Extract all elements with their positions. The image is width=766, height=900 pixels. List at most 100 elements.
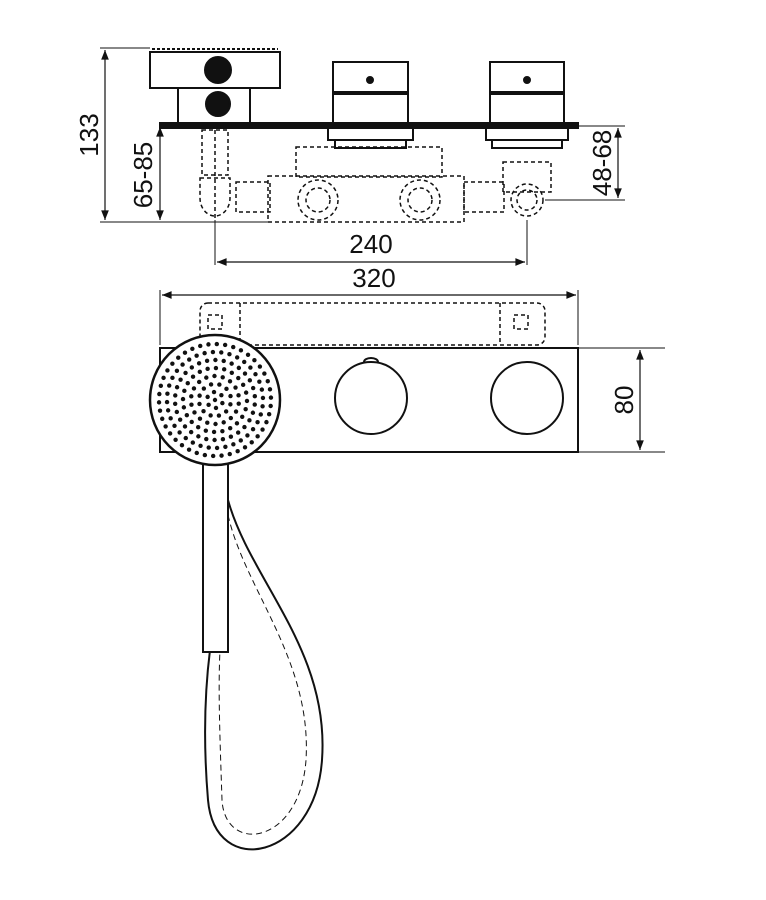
volume-handle-side: [485, 61, 569, 149]
nozzle-dot: [265, 379, 270, 384]
nozzle-dot: [247, 418, 252, 423]
nozzle-dot: [255, 419, 260, 425]
nozzle-dot: [188, 429, 194, 435]
nozzle-dot: [206, 342, 211, 347]
nozzle-dot: [190, 440, 196, 445]
nozzle-dot: [170, 361, 175, 366]
nozzle-dot: [228, 434, 234, 439]
nozzle-dot: [213, 365, 219, 371]
concealed-body-front: [199, 302, 546, 346]
nozzle-dot: [211, 389, 217, 395]
nozzle-dot: [236, 365, 242, 371]
nozzle-dot: [227, 379, 233, 384]
nozzle-dot: [189, 365, 195, 370]
nozzle-dot: [182, 388, 187, 394]
nozzle-dot: [174, 368, 180, 373]
nozzle-dot: [260, 404, 265, 409]
nozzle-dot: [197, 393, 202, 398]
nozzle-dot: [180, 362, 185, 367]
nozzle-dot: [250, 385, 256, 391]
nozzle-dot: [160, 416, 165, 421]
nozzle-dot: [177, 417, 183, 422]
nozzle-dot: [164, 399, 170, 405]
nozzle-dot: [221, 420, 226, 425]
nozzle-dot: [187, 357, 192, 362]
nozzle-dot: [189, 402, 194, 407]
nozzle-dot: [214, 445, 220, 451]
nozzle-dot: [212, 373, 217, 379]
thermostat-handle-side: [327, 61, 414, 149]
nozzle-dot: [236, 401, 241, 406]
nozzle-dot: [179, 443, 185, 448]
nozzle-dot: [220, 437, 226, 442]
nozzle-dot: [165, 368, 170, 373]
nozzle-dot: [252, 358, 257, 363]
nozzle-dot: [245, 352, 251, 357]
nozzle-dot: [234, 355, 240, 360]
nozzle-dot: [204, 375, 209, 380]
shower-nozzles: [156, 341, 274, 459]
nozzle-dot: [201, 408, 206, 414]
nozzle-dot: [212, 437, 217, 443]
nozzle-dot: [249, 440, 254, 445]
nozzle-dot: [165, 391, 170, 396]
nozzle-dot: [211, 429, 217, 435]
nozzle-dot: [205, 366, 210, 372]
nozzle-dot: [170, 375, 175, 381]
front-view: [148, 290, 665, 851]
nozzle-dot: [208, 413, 213, 418]
dim-133: 133: [74, 113, 104, 156]
nozzle-dot: [264, 419, 269, 425]
nozzle-dot: [236, 393, 241, 398]
nozzle-dot: [189, 394, 194, 399]
dim-320: 320: [352, 263, 395, 293]
nozzle-dot: [259, 387, 265, 392]
nozzle-dot: [191, 386, 197, 391]
side-view: [100, 47, 625, 266]
nozzle-dot: [202, 452, 208, 458]
nozzle-dot: [165, 408, 171, 413]
nozzle-dot: [219, 392, 224, 398]
nozzle-dot: [168, 416, 173, 421]
nozzle-dot: [213, 421, 218, 427]
nozzle-dot: [196, 361, 202, 366]
nozzle-dot: [181, 405, 187, 410]
nozzle-dot: [161, 375, 166, 381]
nozzle-dot: [173, 437, 178, 442]
nozzle-dot: [242, 359, 247, 365]
nozzle-dot: [190, 346, 195, 351]
nozzle-dot: [212, 397, 218, 403]
nozzle-dot: [234, 421, 240, 426]
thermostat-knob: [334, 361, 408, 435]
nozzle-dot: [228, 393, 233, 399]
nozzle-dot: [185, 380, 190, 386]
nozzle-dot: [206, 445, 211, 450]
nozzle-dot: [174, 385, 180, 390]
nozzle-dot: [227, 425, 233, 431]
nozzle-dot: [194, 450, 199, 456]
nozzle-dot: [205, 420, 210, 425]
nozzle-dot: [244, 398, 250, 404]
nozzle-dot: [186, 447, 192, 452]
nozzle-dot: [206, 402, 211, 408]
nozzle-dot: [204, 358, 210, 363]
dim-80: 80: [609, 386, 639, 415]
nozzle-dot: [182, 424, 188, 429]
nozzle-dot: [231, 442, 236, 447]
nozzle-dot: [242, 445, 248, 450]
nozzle-dot: [233, 385, 238, 390]
nozzle-dot: [257, 364, 263, 369]
nozzle-dot: [196, 434, 201, 439]
nozzle-dot: [227, 451, 232, 457]
nozzle-dot: [158, 383, 164, 388]
nozzle-dot: [197, 401, 202, 407]
concealed-body: [199, 129, 552, 223]
nozzle-dot: [184, 412, 190, 418]
nozzle-dot: [197, 369, 203, 375]
nozzle-dot: [240, 414, 245, 420]
nozzle-dot: [167, 431, 173, 436]
dim-48-68: 48-68: [587, 130, 617, 197]
nozzle-dot: [195, 425, 201, 430]
nozzle-dot: [258, 412, 263, 417]
